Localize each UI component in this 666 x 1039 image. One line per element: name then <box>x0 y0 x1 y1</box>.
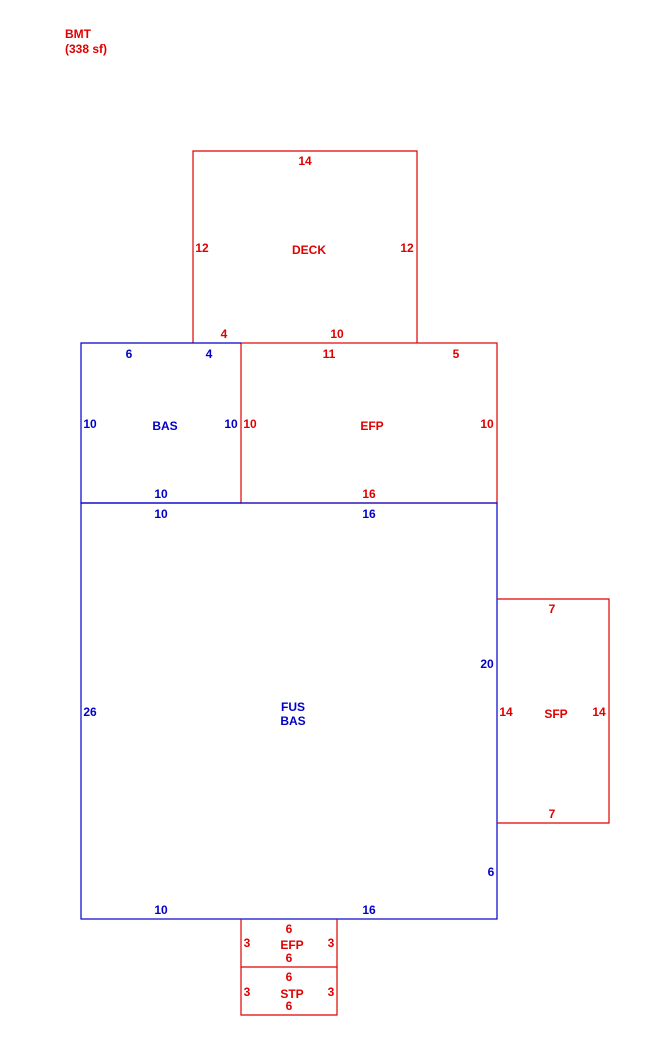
efp-small-left-dim: 3 <box>244 936 251 950</box>
sfp-outline <box>497 598 610 824</box>
efp-small-right-dim: 3 <box>328 936 335 950</box>
deck-label: DECK <box>292 243 326 257</box>
efp-top-top-right-dim: 5 <box>453 347 460 361</box>
fus-bas-right-upper-dim: 20 <box>480 657 494 671</box>
efp-small-section: 6 3 3 EFP 6 <box>240 919 338 968</box>
sfp-label: SFP <box>544 707 567 721</box>
header-area: (338 sf) <box>65 42 107 56</box>
stp-right-dim: 3 <box>328 985 335 999</box>
efp-top-section: 11 5 10 10 EFP 16 <box>240 342 498 504</box>
bas-top-label: BAS <box>152 419 177 433</box>
bas-top-left-dim: 10 <box>83 417 97 431</box>
efp-top-right-dim: 10 <box>480 417 494 431</box>
efp-top-label: EFP <box>360 419 383 433</box>
efp-small-top-dim: 6 <box>286 922 293 936</box>
efp-top-top-left-dim: 11 <box>323 347 336 361</box>
bas-top-section: 6 4 10 10 BAS 10 <box>80 342 241 504</box>
bas-top-top-left-dim: 6 <box>126 347 133 361</box>
fus-bas-bottom-right-dim: 16 <box>362 903 376 917</box>
deck-top-dim: 14 <box>298 154 312 168</box>
fus-bas-left-dim: 26 <box>83 705 97 719</box>
stp-outline <box>240 967 338 1016</box>
deck-left-dim: 12 <box>195 241 209 255</box>
fus-bas-top-left-dim: 10 <box>154 507 168 521</box>
bas-top-bottom-dim: 10 <box>154 487 168 501</box>
sfp-section: 7 14 14 SFP 7 <box>497 598 610 824</box>
efp-top-left-dim: 10 <box>243 417 257 431</box>
fus-bas-outline <box>80 502 498 920</box>
stp-left-dim: 3 <box>244 985 251 999</box>
deck-outline <box>192 150 418 343</box>
fus-bas-bottom-left-dim: 10 <box>154 903 168 917</box>
deck-bottom-left-dim: 4 <box>221 327 228 341</box>
fus-bas-section: 10 16 26 20 6 FUS BAS 10 16 <box>80 502 498 920</box>
sfp-bottom-dim: 7 <box>549 807 556 821</box>
fus-bas-top-right-dim: 16 <box>362 507 376 521</box>
efp-small-bottom-dim: 6 <box>286 951 293 965</box>
efp-top-bottom-dim: 16 <box>362 487 376 501</box>
fus-bas-label-fus: FUS <box>281 700 305 714</box>
deck-right-dim: 12 <box>400 241 414 255</box>
fus-bas-label-bas: BAS <box>280 714 305 728</box>
deck-bottom-right-dim: 10 <box>330 327 344 341</box>
header-title: BMT <box>65 27 92 41</box>
stp-section: 6 3 3 STP 6 <box>240 967 338 1016</box>
sfp-top-dim: 7 <box>549 602 556 616</box>
bas-top-top-right-dim: 4 <box>206 347 213 361</box>
efp-small-label: EFP <box>280 938 303 952</box>
sfp-left-dim: 14 <box>499 705 513 719</box>
efp-small-outline <box>240 919 338 968</box>
stp-top-dim: 6 <box>286 970 293 984</box>
sfp-right-dim: 14 <box>592 705 606 719</box>
stp-label: STP <box>280 987 303 1001</box>
bas-top-right-dim: 10 <box>224 417 238 431</box>
fus-bas-right-lower-dim: 6 <box>488 865 495 879</box>
header-label: BMT (338 sf) <box>65 27 107 56</box>
deck-section: 14 12 12 DECK 4 10 <box>192 150 418 343</box>
stp-bottom-dim: 6 <box>286 999 293 1013</box>
